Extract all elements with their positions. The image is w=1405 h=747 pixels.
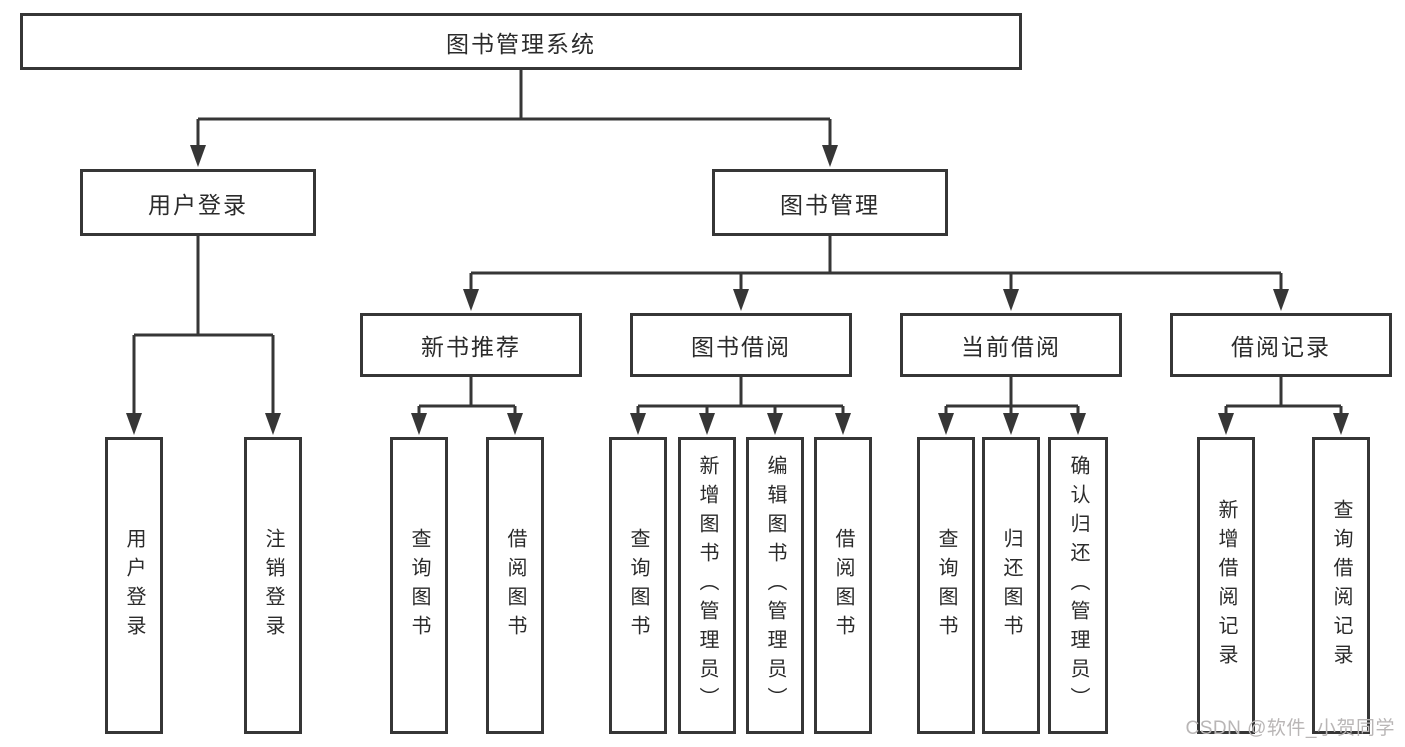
- node-current-borrowing: 当前借阅: [900, 313, 1122, 377]
- leaf-label: 借阅图书: [832, 527, 854, 644]
- leaf-label: 注销登录: [262, 527, 284, 644]
- leaf-label: 查询图书: [408, 527, 430, 644]
- leaf-add-book-admin: 新增图书（管理员）: [678, 437, 736, 734]
- leaf-borrow-books: 借阅图书: [486, 437, 544, 734]
- arrowhead: [1333, 413, 1349, 435]
- connector-root-to-level2: [196, 70, 832, 150]
- connector-book-management-to-level3: [469, 236, 1283, 295]
- arrowhead: [265, 413, 281, 435]
- arrowhead: [938, 413, 954, 435]
- leaf-label: 新增图书（管理员）: [696, 455, 718, 716]
- leaf-query-borrow-record: 查询借阅记录: [1312, 437, 1370, 734]
- arrowhead: [733, 289, 749, 311]
- node-book-borrowing: 图书借阅: [630, 313, 852, 377]
- leaf-query-books: 查询图书: [917, 437, 975, 734]
- arrowhead: [835, 413, 851, 435]
- leaf-label: 借阅图书: [504, 527, 526, 644]
- connector-book-borrowing-to-children: [636, 377, 845, 420]
- node-user-login: 用户登录: [80, 169, 316, 236]
- node-library-management-system: 图书管理系统: [20, 13, 1022, 70]
- leaf-query-books: 查询图书: [609, 437, 667, 734]
- arrowhead: [822, 145, 838, 167]
- leaf-query-books: 查询图书: [390, 437, 448, 734]
- node-book-management: 图书管理: [712, 169, 948, 236]
- connector-new-book-recommendation-to-children: [417, 377, 517, 420]
- arrowhead: [190, 145, 206, 167]
- arrowhead: [767, 413, 783, 435]
- arrowheads: [126, 145, 1349, 435]
- arrowhead: [1003, 289, 1019, 311]
- arrowhead: [1218, 413, 1234, 435]
- leaf-label: 确认归还（管理员）: [1067, 455, 1089, 716]
- leaf-add-borrow-record: 新增借阅记录: [1197, 437, 1255, 734]
- leaf-label: 新增借阅记录: [1215, 498, 1237, 673]
- arrowhead: [1070, 413, 1086, 435]
- arrowhead: [1273, 289, 1289, 311]
- leaf-label: 查询图书: [935, 527, 957, 644]
- node-new-book-recommendation: 新书推荐: [360, 313, 582, 377]
- arrowhead: [411, 413, 427, 435]
- arrowhead: [463, 289, 479, 311]
- leaf-borrow-books: 借阅图书: [814, 437, 872, 734]
- arrowhead: [507, 413, 523, 435]
- leaf-label: 查询图书: [627, 527, 649, 644]
- leaf-logout: 注销登录: [244, 437, 302, 734]
- connector-borrowing-records-to-children: [1224, 377, 1343, 420]
- arrowhead: [699, 413, 715, 435]
- leaf-label: 归还图书: [1000, 527, 1022, 644]
- leaf-label: 编辑图书（管理员）: [764, 455, 786, 716]
- leaf-label: 查询借阅记录: [1330, 498, 1352, 673]
- leaf-label: 用户登录: [123, 527, 145, 644]
- leaf-return-book: 归还图书: [982, 437, 1040, 734]
- node-borrowing-records: 借阅记录: [1170, 313, 1392, 377]
- arrowhead: [126, 413, 142, 435]
- arrowhead: [630, 413, 646, 435]
- leaf-confirm-return-admin: 确认归还（管理员）: [1048, 437, 1108, 734]
- csdn-watermark: CSDN @软件_小贺同学: [1185, 718, 1395, 739]
- connector-user-login-to-children: [132, 236, 275, 420]
- leaf-edit-book-admin: 编辑图书（管理员）: [746, 437, 804, 734]
- arrowhead: [1003, 413, 1019, 435]
- leaf-user-login: 用户登录: [105, 437, 163, 734]
